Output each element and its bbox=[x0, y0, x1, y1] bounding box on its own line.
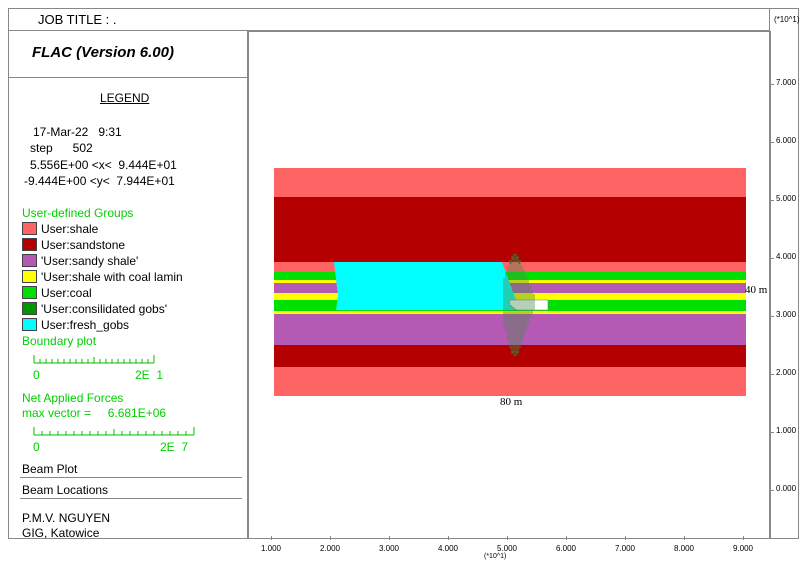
sandstone-layer-bottom bbox=[274, 345, 746, 367]
x-tick-mark bbox=[389, 536, 390, 540]
y-range: -9.444E+00 <y< 7.944E+01 bbox=[24, 174, 175, 188]
fresh-gobs-zone bbox=[334, 262, 516, 310]
sandstone-layer-top bbox=[274, 197, 746, 262]
job-title: JOB TITLE : . bbox=[38, 12, 117, 27]
beam-plot-label: Beam Plot bbox=[22, 462, 78, 476]
group-label-coal: User:coal bbox=[41, 286, 92, 300]
x-tick-mark bbox=[507, 536, 508, 540]
x-tick-mark bbox=[743, 536, 744, 540]
x-tick-mark bbox=[448, 536, 449, 540]
title-bar bbox=[8, 8, 770, 31]
applied-force-vectors bbox=[503, 254, 535, 356]
group-label-shale: User:shale bbox=[41, 222, 99, 236]
model-plot-area bbox=[248, 31, 770, 539]
y-tick-label: 0.000 bbox=[776, 484, 797, 493]
divider bbox=[8, 77, 248, 78]
x-tick-label: 7.000 bbox=[614, 544, 636, 553]
y-tick-label: 2.000 bbox=[776, 368, 797, 377]
date-time: 17-Mar-22 9:31 bbox=[33, 125, 122, 139]
boundary-scale-min: 0 bbox=[33, 368, 40, 382]
max-vector: max vector = 6.681E+06 bbox=[22, 406, 167, 420]
consolidated-gobs-swatch bbox=[22, 302, 37, 315]
shale-swatch bbox=[22, 222, 37, 235]
forces-heading: Net Applied Forces bbox=[22, 391, 124, 405]
program-title: FLAC (Version 6.00) bbox=[32, 44, 174, 61]
forces-scale-max: 2E 7 bbox=[160, 440, 189, 454]
x-tick-mark bbox=[271, 536, 272, 540]
model-geometry bbox=[274, 168, 746, 396]
beam-locations-label: Beam Locations bbox=[22, 483, 109, 497]
x-tick-label: 3.000 bbox=[378, 544, 400, 553]
group-label-fresh-gobs: User:fresh_gobs bbox=[41, 318, 130, 332]
x-tick-label: 2.000 bbox=[319, 544, 341, 553]
y-tick-mark bbox=[770, 432, 774, 433]
x-tick-mark bbox=[566, 536, 567, 540]
x-range: 5.556E+00 <x< 9.444E+01 bbox=[30, 158, 177, 172]
y-tick-label: 5.000 bbox=[776, 194, 797, 203]
boundary-scale-bar bbox=[33, 355, 155, 364]
forces-scale-bar bbox=[33, 427, 195, 436]
y-tick-mark bbox=[770, 490, 774, 491]
shale-coal-lamin-swatch bbox=[22, 270, 37, 283]
x-tick-label: 4.000 bbox=[437, 544, 459, 553]
shale-layer-bottom bbox=[274, 367, 746, 396]
x-tick-mark bbox=[684, 536, 685, 540]
model-height-label: 40 m bbox=[745, 284, 768, 296]
author: P.M.V. NGUYEN bbox=[22, 511, 111, 525]
group-label-shale-coal-lamin: 'User:shale with coal lamin bbox=[41, 270, 183, 284]
y-tick-mark bbox=[770, 84, 774, 85]
y-tick-label: 6.000 bbox=[776, 136, 797, 145]
boundary-scale-max: 2E 1 bbox=[135, 368, 164, 382]
group-label-sandstone: User:sandstone bbox=[41, 238, 126, 252]
y-tick-label: 4.000 bbox=[776, 252, 797, 261]
groups-heading: User-defined Groups bbox=[22, 206, 134, 220]
institute: GIG, Katowice bbox=[22, 526, 100, 540]
x-tick-label: 5.000 bbox=[496, 544, 518, 553]
y-tick-mark bbox=[770, 142, 774, 143]
group-label-consolidated-gobs: 'User:consilidated gobs' bbox=[41, 302, 167, 316]
forces-scale-min: 0 bbox=[33, 440, 40, 454]
group-label-sandy-shale: 'User:sandy shale' bbox=[41, 254, 139, 268]
y-tick-mark bbox=[770, 374, 774, 375]
y-scale-note: (*10^1) bbox=[774, 15, 800, 24]
x-tick-label: 9.000 bbox=[732, 544, 754, 553]
legend-heading: LEGEND bbox=[100, 91, 150, 105]
divider bbox=[20, 498, 242, 499]
step-count: step 502 bbox=[30, 141, 93, 155]
sandstone-swatch bbox=[22, 238, 37, 251]
y-tick-mark bbox=[770, 316, 774, 317]
y-axis-strip bbox=[770, 31, 800, 539]
coal-swatch bbox=[22, 286, 37, 299]
y-tick-mark bbox=[770, 258, 774, 259]
fresh-gobs-swatch bbox=[22, 318, 37, 331]
y-tick-label: 3.000 bbox=[776, 310, 797, 319]
sandy-shale-swatch bbox=[22, 254, 37, 267]
boundary-heading: Boundary plot bbox=[22, 334, 97, 348]
legend-panel bbox=[8, 31, 248, 539]
y-tick-mark bbox=[770, 200, 774, 201]
x-tick-label: 1.000 bbox=[260, 544, 282, 553]
x-tick-label: 8.000 bbox=[673, 544, 695, 553]
model-width-label: 80 m bbox=[500, 396, 523, 408]
y-tick-label: 1.000 bbox=[776, 426, 797, 435]
divider bbox=[20, 477, 242, 478]
x-tick-label: 6.000 bbox=[555, 544, 577, 553]
x-scale-note: (*10^1) bbox=[484, 553, 507, 560]
x-tick-mark bbox=[330, 536, 331, 540]
y-tick-label: 7.000 bbox=[776, 78, 797, 87]
x-tick-mark bbox=[625, 536, 626, 540]
shale-layer-top bbox=[274, 168, 746, 197]
